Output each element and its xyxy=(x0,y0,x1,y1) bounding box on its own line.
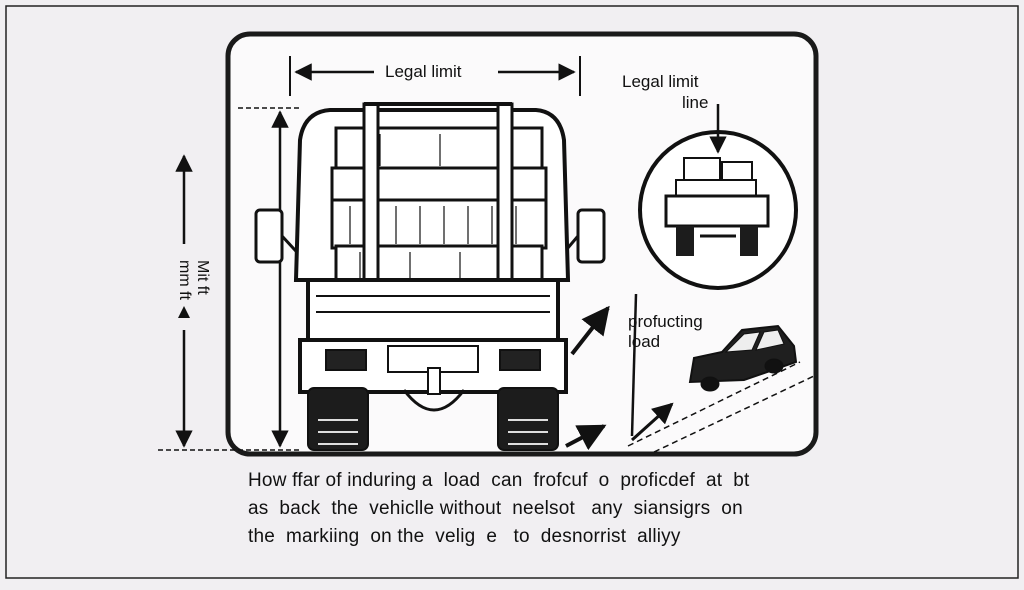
projecting-label-line2: load xyxy=(628,332,661,351)
projecting-leader-line xyxy=(630,293,638,437)
small-car xyxy=(688,324,798,392)
projecting-label-line1: profucting xyxy=(628,312,703,331)
side-dimension-label: Mit ft mm ft xyxy=(176,260,211,301)
caption-line-3: the markiing on the velig e to desnorris… xyxy=(248,526,681,547)
page-border xyxy=(5,5,1019,579)
right-mirror xyxy=(576,208,606,264)
top-dimension-label: Legal limit xyxy=(385,62,462,81)
side-dimension xyxy=(158,107,300,451)
projecting-arrow-small xyxy=(630,402,674,442)
left-mirror xyxy=(254,208,284,264)
projecting-arrow-upper xyxy=(570,305,610,356)
callout-circle xyxy=(638,130,798,290)
caption-line-1: How ffar of induring a load can frofcuf … xyxy=(248,470,750,491)
side-label-line2: mm ft xyxy=(176,260,193,301)
caption-line-2: as back the vehiclle without neelsot any… xyxy=(248,498,743,519)
callout-label-line2: line xyxy=(682,93,709,112)
callout-label-line1: Legal limit xyxy=(622,72,699,91)
truck-rear-view xyxy=(254,102,606,451)
side-label-line1: Mit ft xyxy=(194,260,211,295)
top-dimension xyxy=(289,56,581,96)
projecting-arrow-lower xyxy=(565,424,607,451)
road-lines xyxy=(627,361,815,453)
